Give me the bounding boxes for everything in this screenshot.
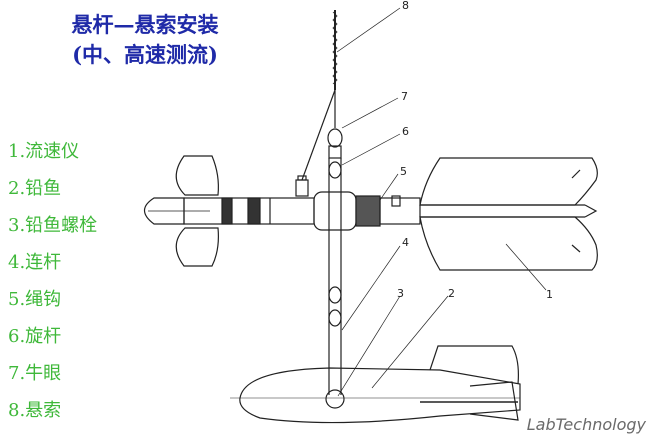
legend-item: 8.悬索 — [8, 400, 62, 421]
leader-lines — [336, 7, 547, 397]
lead-fish-bolt — [325, 389, 345, 409]
callout-4: 4 — [402, 236, 409, 249]
callout-8: 8 — [402, 0, 409, 12]
eye-ring — [327, 128, 343, 159]
callout-3: 3 — [397, 287, 404, 300]
watermark: LabTechnology — [526, 415, 646, 434]
meter-body — [183, 191, 598, 231]
callout-5: 5 — [400, 165, 407, 178]
lead-fish — [230, 345, 521, 424]
legend-item: 1.流速仪 — [8, 141, 80, 162]
title-line-2: (中、高速测流) — [72, 42, 218, 67]
callout-6: 6 — [402, 125, 409, 138]
swivel-hook — [295, 161, 401, 207]
parts-legend: 1.流速仪 2.铅鱼 3.铅鱼螺栓 4.连杆 5.绳钩 6.旋杆 7.牛眼 8.… — [8, 137, 97, 433]
callout-7: 7 — [401, 90, 408, 103]
legend-item: 2.铅鱼 — [8, 178, 62, 199]
legend-item: 5.绳钩 — [8, 289, 62, 310]
callout-2: 2 — [448, 287, 455, 300]
legend-item: 4.连杆 — [8, 252, 62, 273]
meter-tail-fin — [143, 155, 219, 267]
connecting-rod — [328, 158, 342, 395]
callout-1: 1 — [546, 288, 553, 301]
propeller-blades — [419, 157, 598, 271]
legend-item: 3.铅鱼螺栓 — [8, 215, 98, 236]
title-line-1: 悬杆—悬索安装 — [71, 12, 219, 37]
suspension-cable — [301, 10, 338, 181]
legend-item: 7.牛眼 — [8, 363, 62, 384]
legend-item: 6.旋杆 — [8, 326, 62, 347]
